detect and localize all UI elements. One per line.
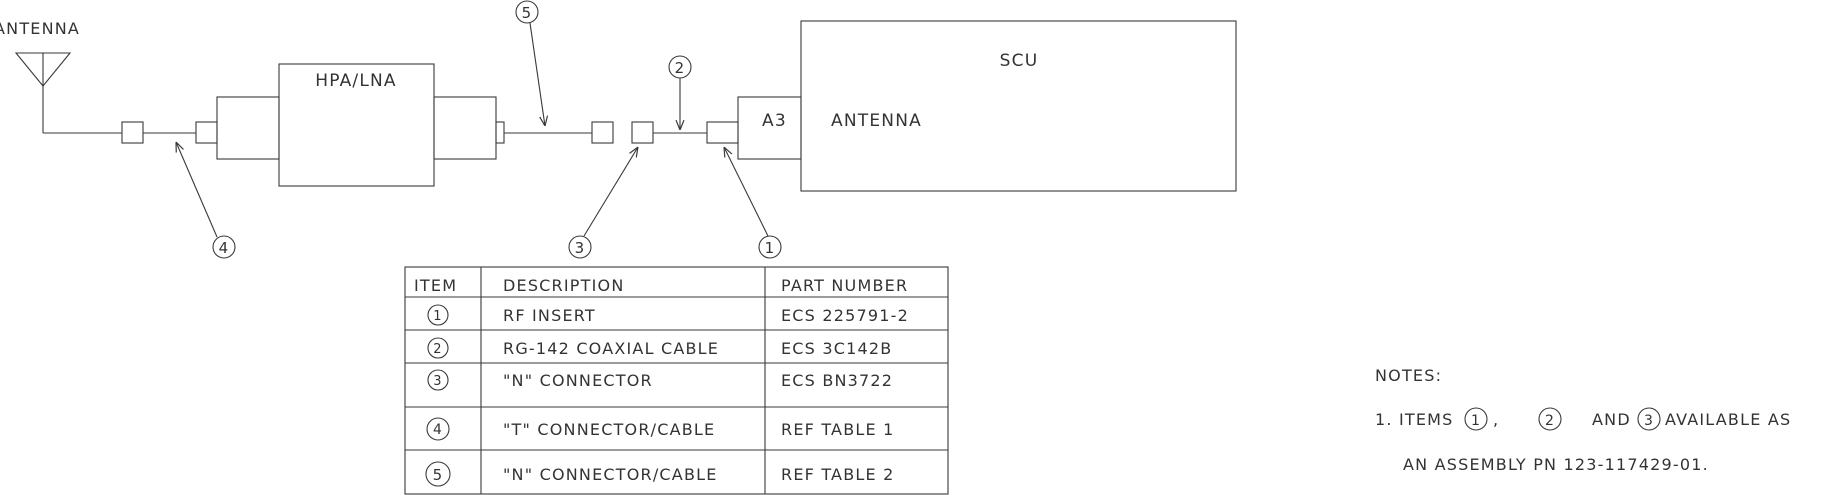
table-row: 3 "N" CONNECTOR ECS BN3722 bbox=[428, 370, 893, 390]
callout-3: 3 bbox=[569, 147, 638, 258]
svg-text:AND: AND bbox=[1592, 410, 1631, 429]
note-1-prefix: 1. ITEMS bbox=[1375, 410, 1454, 429]
table-row: 5 "N" CONNECTOR/CABLE REF TABLE 2 bbox=[426, 462, 894, 486]
coax-assembly bbox=[632, 122, 738, 143]
svg-text:ECS 225791-2: ECS 225791-2 bbox=[781, 306, 909, 325]
header-description: DESCRIPTION bbox=[503, 276, 625, 295]
n-connector-cable bbox=[504, 122, 613, 143]
svg-text:"N" CONNECTOR: "N" CONNECTOR bbox=[503, 371, 653, 390]
svg-text:,: , bbox=[1493, 410, 1499, 429]
table-row: 1 RF INSERT ECS 225791-2 bbox=[428, 305, 909, 325]
header-item: ITEM bbox=[414, 276, 457, 295]
svg-text:ECS BN3722: ECS BN3722 bbox=[781, 371, 893, 390]
scu-antenna-label: ANTENNA bbox=[831, 111, 922, 131]
antenna-label: ANTENNA bbox=[0, 19, 80, 38]
table-row: 2 RG-142 COAXIAL CABLE ECS 3C142B bbox=[428, 338, 892, 358]
scu-port-label: A3 bbox=[762, 111, 787, 131]
callout-2: 2 bbox=[669, 56, 691, 130]
svg-text:2: 2 bbox=[1545, 413, 1555, 429]
scu-label: SCU bbox=[1000, 51, 1039, 71]
svg-text:REF TABLE 2: REF TABLE 2 bbox=[781, 465, 894, 484]
hpa-lna-label: HPA/LNA bbox=[315, 71, 397, 91]
hpa-lna-unit: HPA/LNA bbox=[217, 64, 504, 186]
svg-text:RG-142 COAXIAL CABLE: RG-142 COAXIAL CABLE bbox=[503, 339, 719, 358]
svg-text:ECS 3C142B: ECS 3C142B bbox=[781, 339, 892, 358]
callout-5: 5 bbox=[516, 1, 545, 126]
svg-text:2: 2 bbox=[675, 59, 686, 77]
svg-text:"N" CONNECTOR/CABLE: "N" CONNECTOR/CABLE bbox=[503, 465, 718, 484]
note-1-suffix: AVAILABLE AS bbox=[1665, 410, 1791, 429]
scu-unit: A3 SCU ANTENNA bbox=[738, 21, 1236, 191]
svg-text:"T" CONNECTOR/CABLE: "T" CONNECTOR/CABLE bbox=[503, 420, 715, 439]
svg-text:1: 1 bbox=[1471, 413, 1481, 429]
svg-text:3: 3 bbox=[575, 239, 586, 257]
svg-text:5: 5 bbox=[433, 466, 444, 484]
table-row: 4 "T" CONNECTOR/CABLE REF TABLE 1 bbox=[427, 418, 894, 440]
svg-text:3: 3 bbox=[433, 374, 442, 389]
antenna-symbol: ANTENNA bbox=[0, 19, 122, 133]
svg-text:5: 5 bbox=[522, 4, 533, 22]
t-connector-cable bbox=[122, 122, 217, 143]
svg-text:REF TABLE 1: REF TABLE 1 bbox=[781, 420, 894, 439]
header-part-number: PART NUMBER bbox=[781, 276, 908, 295]
svg-text:3: 3 bbox=[1644, 413, 1654, 429]
notes-title: NOTES: bbox=[1375, 366, 1442, 385]
svg-text:1: 1 bbox=[433, 309, 442, 324]
svg-text:2: 2 bbox=[433, 342, 442, 357]
parts-table: ITEM DESCRIPTION PART NUMBER 1 RF INSERT… bbox=[405, 267, 948, 494]
note-1-line2: AN ASSEMBLY PN 123-117429-01. bbox=[1403, 455, 1709, 474]
svg-text:4: 4 bbox=[433, 422, 443, 438]
svg-text:1: 1 bbox=[765, 239, 776, 257]
svg-text:4: 4 bbox=[219, 239, 230, 257]
callout-1: 1 bbox=[724, 147, 781, 258]
notes: NOTES: 1. ITEMS 1 , 2 AND 3 AVAILABLE AS… bbox=[1375, 366, 1791, 474]
svg-text:RF INSERT: RF INSERT bbox=[503, 306, 596, 325]
